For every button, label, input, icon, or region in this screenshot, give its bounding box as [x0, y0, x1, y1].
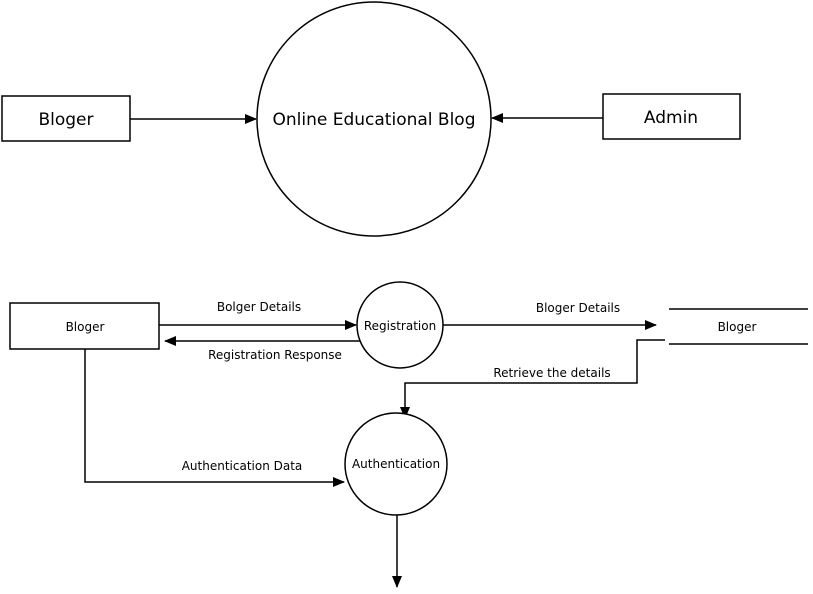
- context-process-label: Online Educational Blog: [273, 110, 476, 130]
- registration-process: Registration: [356, 281, 444, 369]
- bloger-datastore-label: Bloger: [718, 320, 757, 334]
- flow-retrieve-details-label: Retrieve the details: [493, 366, 610, 380]
- authentication-process: Authentication: [344, 412, 448, 516]
- flow-bloger-details-label: Bloger Details: [536, 301, 620, 315]
- bloger-entity: Bloger: [9, 302, 160, 350]
- context-bloger-label: Bloger: [38, 110, 93, 130]
- flow-registration-response-label: Registration Response: [208, 348, 342, 362]
- context-admin-label: Admin: [644, 108, 698, 128]
- flow-bolger-details-label: Bolger Details: [217, 300, 301, 314]
- flow-authentication-data: [84, 349, 345, 487]
- bloger-datastore: Bloger: [669, 308, 808, 345]
- flow-authentication-data-label: Authentication Data: [182, 459, 303, 473]
- context-bloger-entity: Bloger: [1, 95, 131, 142]
- bloger-entity-label: Bloger: [66, 320, 105, 334]
- context-diagram: Bloger Online Educational Blog Admin: [1, 1, 741, 237]
- registration-process-label: Registration: [364, 319, 436, 333]
- flow-retrieve-details: [400, 339, 665, 419]
- level1-diagram: Bloger Bolger Details Registration Respo…: [9, 281, 808, 588]
- context-admin-entity: Admin: [602, 93, 741, 140]
- context-process-online-blog: Online Educational Blog: [256, 1, 492, 237]
- authentication-process-label: Authentication: [352, 457, 440, 471]
